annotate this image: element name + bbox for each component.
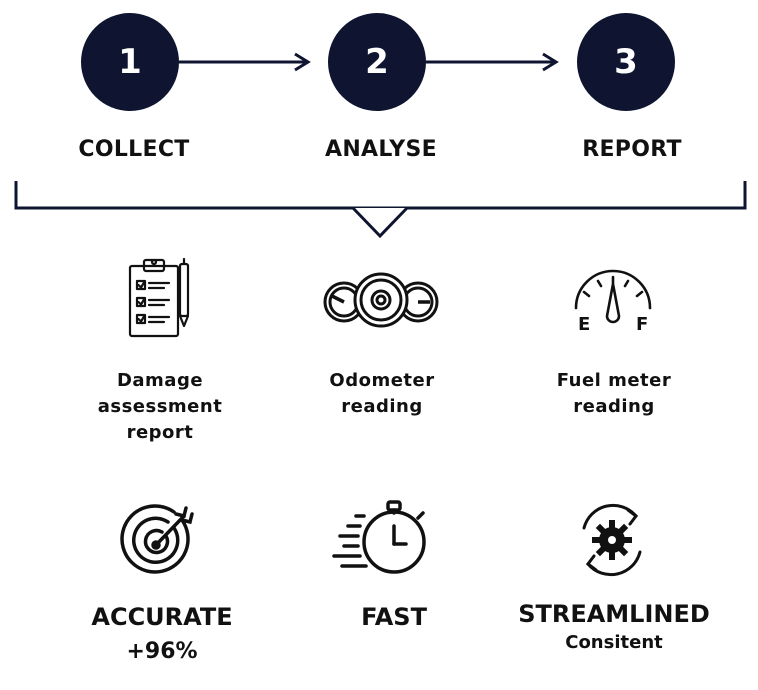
gear-cycle-icon (582, 503, 642, 577)
benefit-title-fast: FAST (361, 603, 427, 631)
fuel-gauge-icon: E F (574, 269, 652, 335)
step-circle-1: 1 (81, 13, 179, 111)
benefit-title-accurate: ACCURATE (91, 603, 233, 631)
clipboard-checklist-icon (128, 257, 190, 338)
step-number: 2 (365, 42, 389, 82)
feature-line: Odometer (329, 370, 435, 391)
flow-arrows (14, 52, 747, 239)
feature-label-damage: Damage assessment report (50, 368, 270, 446)
gauge-empty-label: E (578, 314, 590, 335)
step-circle-3: 3 (577, 13, 675, 111)
feature-line: Fuel meter (556, 370, 672, 391)
step-circle-2: 2 (328, 13, 426, 111)
benefit-title-streamlined: STREAMLINED (518, 600, 710, 628)
gauge-full-label: F (636, 314, 648, 335)
feature-label-fuel: Fuel meter reading (504, 368, 724, 420)
benefit-subtitle-streamlined: Consitent (565, 632, 663, 653)
step-number: 3 (614, 42, 638, 82)
step-label-analyse: ANALYSE (325, 137, 437, 162)
feature-line: assessment (97, 396, 223, 417)
gauges-icon (323, 272, 439, 328)
target-icon (120, 504, 194, 574)
feature-line: reading (341, 396, 423, 417)
stopwatch-icon (332, 500, 426, 574)
step-label-collect: COLLECT (78, 137, 190, 162)
feature-line: report (126, 422, 194, 443)
benefit-subtitle-accurate: +96% (126, 639, 198, 664)
step-number: 1 (118, 42, 142, 82)
feature-line: reading (573, 396, 655, 417)
feature-label-odometer: Odometer reading (272, 368, 492, 420)
step-label-report: REPORT (582, 137, 682, 162)
feature-line: Damage (116, 370, 204, 391)
